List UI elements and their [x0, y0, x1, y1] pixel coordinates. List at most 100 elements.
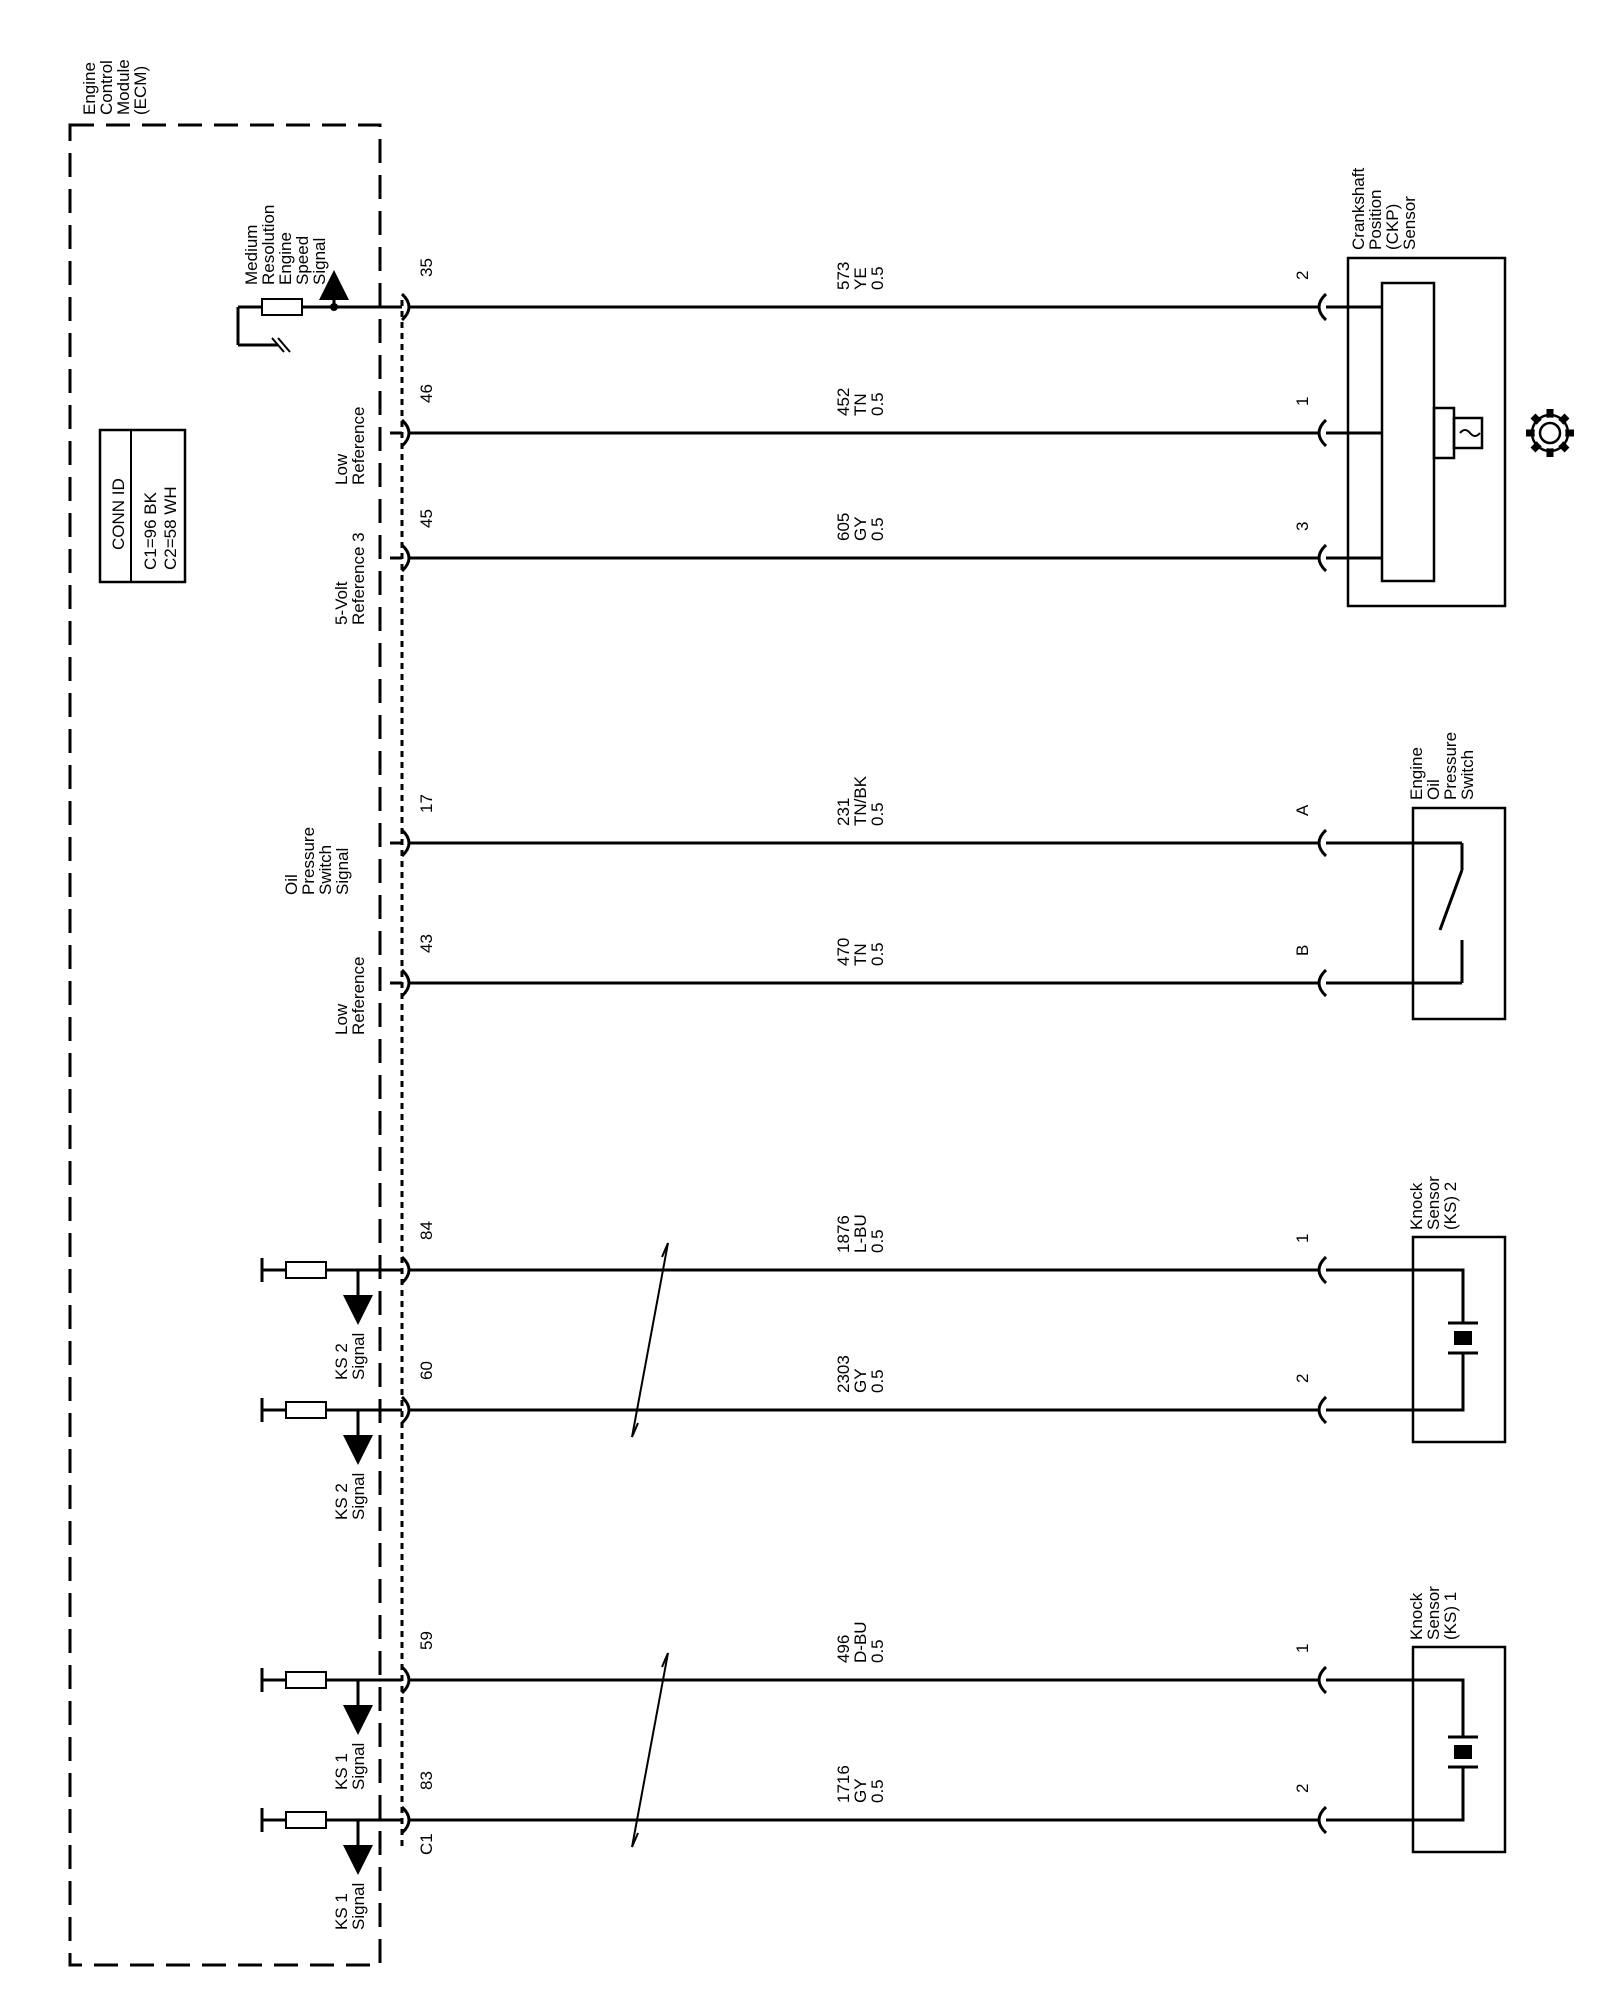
wire-color: GY — [851, 1778, 870, 1803]
component-terminal-label: 2 — [1293, 1374, 1312, 1383]
wire-gauge: 0.5 — [868, 517, 887, 541]
wire-color: TN/BK — [851, 775, 870, 826]
ecm-connector-arc-84 — [400, 1255, 411, 1285]
svg-text:5-Volt: 5-Volt — [332, 581, 351, 625]
component-connector-arc-470 — [1317, 968, 1328, 998]
component-terminal-label: 1 — [1293, 1234, 1312, 1243]
wire-gauge: 0.5 — [868, 392, 887, 416]
component-connector-arc-1876 — [1317, 1255, 1328, 1285]
ecm-connector-arc-35 — [400, 292, 411, 322]
wire-gauge: 0.5 — [868, 266, 887, 290]
pin-number: 35 — [417, 258, 436, 277]
wire-color: GY — [851, 516, 870, 541]
label-5v-reference: 5-Volt Reference 3 — [332, 532, 368, 625]
svg-text:Signal: Signal — [349, 1743, 368, 1790]
wire-color: D-BU — [851, 1621, 870, 1663]
ks1-internal-circuit-b — [260, 1808, 395, 1875]
label-oil-pressure-signal: Oil Pressure Switch Signal — [282, 827, 352, 895]
svg-text:Speed: Speed — [293, 236, 312, 285]
svg-text:Signal: Signal — [310, 238, 329, 285]
circuit-number: 470 — [834, 938, 853, 966]
component-connector-arc-573 — [1317, 292, 1328, 322]
svg-text:Signal: Signal — [349, 1333, 368, 1380]
label-low-reference-1: Low Reference — [332, 407, 368, 485]
label-medium-resolution: Medium Resolution Engine Speed Signal — [242, 205, 329, 285]
wire-gauge: 0.5 — [868, 1369, 887, 1393]
label-ks1-signal-b: KS 1 Signal — [332, 1883, 368, 1930]
ecm-connector-arc-43 — [400, 968, 411, 998]
circuit-number: 496 — [834, 1635, 853, 1663]
component-terminal-label: B — [1293, 945, 1312, 956]
svg-text:(ECM): (ECM) — [131, 66, 150, 115]
component-terminal-label: 1 — [1293, 397, 1312, 406]
pin-number: 83 — [417, 1771, 436, 1790]
svg-text:Reference 3: Reference 3 — [349, 532, 368, 625]
conn-id-c2: C2=58 WH — [161, 486, 180, 570]
svg-text:Module: Module — [114, 59, 133, 115]
component-connector-arc-496 — [1317, 1665, 1328, 1695]
ks2-label-3: (KS) 2 — [1441, 1182, 1460, 1230]
svg-text:KS 1: KS 1 — [332, 1893, 351, 1930]
ckp-sensor-label-2: Position — [1366, 190, 1385, 250]
wire-color: GY — [851, 1368, 870, 1393]
svg-text:Oil: Oil — [282, 874, 301, 895]
ks2-internal-circuit-a — [260, 1258, 395, 1325]
svg-text:Reference: Reference — [349, 957, 368, 1035]
conn-id-title: CONN ID — [109, 478, 128, 550]
pin-number: 59 — [417, 1631, 436, 1650]
oil-switch-label-4: Switch — [1458, 750, 1477, 800]
ks1-label-2: Sensor — [1424, 1586, 1443, 1640]
ecm-connector-arc-60 — [400, 1395, 411, 1425]
component-terminal-label: 2 — [1293, 1784, 1312, 1793]
ckp-sensor-label-4: Sensor — [1400, 196, 1419, 250]
svg-text:KS 1: KS 1 — [332, 1753, 351, 1790]
ks2-internal-circuit-b — [260, 1398, 395, 1465]
circuit-number: 231 — [834, 798, 853, 826]
connector-c1-label: C1 — [417, 1833, 436, 1855]
oil-switch-label-1: Engine — [1407, 747, 1426, 800]
wire-gauge: 0.5 — [868, 1229, 887, 1253]
svg-text:Signal: Signal — [349, 1473, 368, 1520]
component-terminal-label: 2 — [1293, 271, 1312, 280]
label-ks1-signal-a: KS 1 Signal — [332, 1743, 368, 1790]
pin-number: 45 — [417, 509, 436, 528]
circuit-number: 452 — [834, 388, 853, 416]
twisted-pair-mark-ks1 — [631, 1652, 669, 1848]
circuit-number: 573 — [834, 262, 853, 290]
ks1-label-1: Knock — [1407, 1592, 1426, 1640]
wire-color: TN — [851, 943, 870, 966]
oil-switch-label-3: Pressure — [1441, 732, 1460, 800]
component-connector-arc-452 — [1317, 418, 1328, 448]
ks1-internal-circuit-a — [260, 1668, 395, 1735]
svg-text:KS 2: KS 2 — [332, 1483, 351, 1520]
circuit-number: 2303 — [834, 1355, 853, 1393]
ks1-label-3: (KS) 1 — [1441, 1592, 1460, 1640]
pin-number: 43 — [417, 934, 436, 953]
ecm-connector-arc-83 — [400, 1805, 411, 1835]
wire-gauge: 0.5 — [868, 1779, 887, 1803]
circuit-number: 1716 — [834, 1765, 853, 1803]
circuit-number: 1876 — [834, 1215, 853, 1253]
component-connector-arc-231 — [1317, 828, 1328, 858]
svg-text:Switch: Switch — [316, 845, 335, 895]
svg-text:Control: Control — [97, 60, 116, 115]
pin-number: 60 — [417, 1361, 436, 1380]
ecm-boundary — [68, 123, 382, 1967]
svg-text:Resolution: Resolution — [259, 205, 278, 285]
component-terminal-label: 3 — [1293, 522, 1312, 531]
twisted-pair-mark-ks2 — [631, 1242, 669, 1438]
svg-text:Engine: Engine — [80, 62, 99, 115]
svg-text:Low: Low — [332, 453, 351, 485]
knock-sensor-2: Knock Sensor (KS) 2 — [1407, 1176, 1507, 1444]
medium-res-internal-circuit — [236, 270, 395, 353]
oil-switch-label-2: Oil — [1424, 779, 1443, 800]
